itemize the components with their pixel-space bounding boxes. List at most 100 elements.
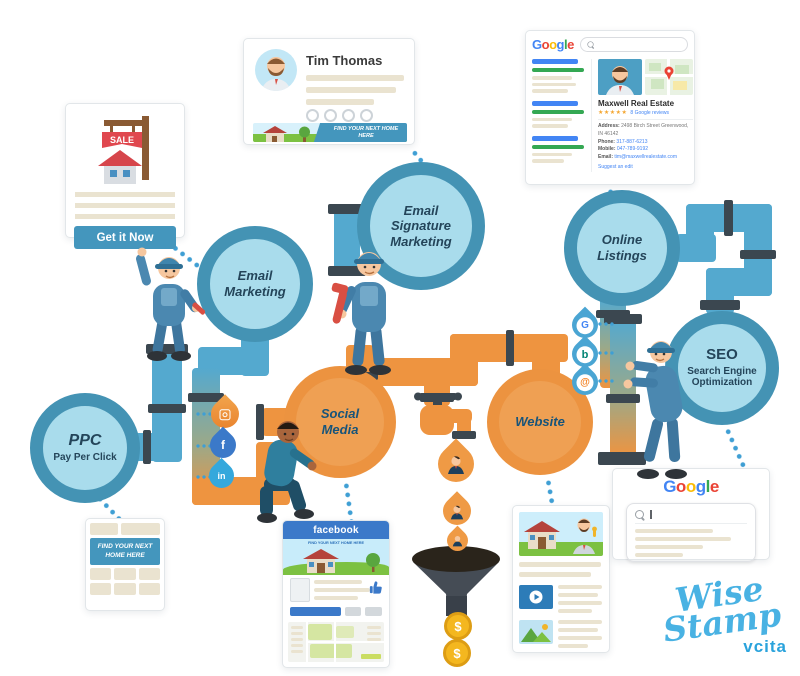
- node-label: Online Listings: [597, 232, 647, 263]
- primary-action-bar[interactable]: [290, 607, 341, 616]
- dotted-connector: [598, 322, 616, 326]
- wisestamp-sub: vcita: [743, 636, 787, 656]
- email-signature-card: Tim Thomas FIND YOUR NEXT HOME HERE: [243, 38, 415, 145]
- ppc-ad-card: FIND YOUR NEXT HOME HERE: [85, 518, 165, 611]
- search-input[interactable]: [579, 37, 688, 52]
- dotted-connector: [724, 427, 747, 469]
- social-circle-icon[interactable]: [306, 109, 319, 122]
- facebook-map-section: [288, 622, 384, 662]
- placeholder-line: [314, 596, 358, 600]
- mobile-row: Mobile: 047-789-9192: [598, 146, 649, 153]
- reviews-link[interactable]: 8 Google reviews: [630, 109, 670, 116]
- business-name: Maxwell Real Estate: [598, 99, 675, 108]
- cover-tree-icon: [366, 553, 380, 572]
- phone-link[interactable]: 317-887-6213: [616, 138, 648, 145]
- email-link[interactable]: tim@maxwellrealestate.com: [614, 154, 677, 160]
- node-seo: SEO Search Engine Optimization: [665, 311, 779, 425]
- google-search-card: Google: [612, 468, 770, 562]
- pipe-joint: [148, 404, 186, 413]
- node-sublabel: Search Engine Optimization: [687, 365, 757, 389]
- get-it-now-label: Get it Now: [96, 231, 154, 244]
- worker-illustration-kneeling: [257, 421, 317, 523]
- phone-row: Phone: 317-887-6213: [598, 138, 648, 145]
- cover-house-icon: [303, 549, 339, 573]
- grid-cell: [114, 583, 136, 595]
- signature-name: Tim Thomas: [306, 53, 383, 68]
- grid-cell: [138, 568, 160, 580]
- image-thumbnail[interactable]: [519, 620, 553, 644]
- facebook-logo: facebook: [313, 524, 359, 536]
- social-circle-icon[interactable]: [324, 109, 337, 122]
- sale-label: SALE: [110, 135, 134, 145]
- search-box[interactable]: [626, 503, 756, 562]
- business-panel: Maxwell Real Estate ★★★★★ 8 Google revie…: [591, 59, 693, 172]
- suggestion-line[interactable]: [635, 545, 703, 549]
- social-circle-icon[interactable]: [360, 109, 373, 122]
- grid-cell: [114, 568, 136, 580]
- suggest-edit-link[interactable]: Suggest an edit: [598, 163, 633, 170]
- dotted-connector: [196, 444, 212, 448]
- hero-agent-icon: [573, 518, 597, 554]
- banner-cta-label: FIND YOUR NEXT HOME HERE: [333, 125, 399, 139]
- pipe-joint: [328, 204, 366, 214]
- wisestamp-logo: Wise Stamp vcita: [655, 569, 797, 672]
- lead-drop-large: [430, 438, 482, 490]
- coin-icon: $: [443, 639, 471, 667]
- placeholder-line: [314, 588, 370, 592]
- ppc-ad-banner-label: FIND YOUR NEXT HOME HERE: [97, 543, 153, 559]
- pipe-flange: [598, 452, 646, 465]
- suggestion-line[interactable]: [635, 553, 683, 557]
- coin-symbol: $: [453, 645, 461, 661]
- get-it-now-button[interactable]: Get it Now: [74, 226, 176, 249]
- person-icon: [452, 536, 463, 547]
- mobile-link[interactable]: 047-789-9192: [616, 146, 649, 153]
- signature-banner[interactable]: FIND YOUR NEXT HOME HERE: [253, 123, 407, 142]
- dotted-connector: [196, 412, 212, 416]
- sale-sign-icon: SALE: [98, 116, 149, 184]
- node-label: Email Signature Marketing: [390, 202, 452, 249]
- coin-icon: $: [444, 612, 472, 640]
- lead-drop-medium: [437, 491, 477, 531]
- dotted-connector: [598, 379, 616, 383]
- at-glyph: @: [580, 376, 590, 388]
- node-sublabel: Pay Per Click: [53, 452, 117, 464]
- google-logo: Google: [532, 37, 574, 52]
- pipe-joint: [143, 430, 151, 464]
- person-icon: [448, 456, 464, 474]
- secondary-action-bar[interactable]: [365, 607, 383, 616]
- placeholder-lines: [75, 192, 175, 219]
- pipe-joint: [256, 404, 264, 440]
- suggestion-line[interactable]: [635, 529, 713, 533]
- social-circle-icon[interactable]: [342, 109, 355, 122]
- ppc-ad-banner[interactable]: FIND YOUR NEXT HOME HERE: [90, 538, 160, 565]
- faucet-icon: [414, 392, 476, 439]
- google-glyph: G: [581, 319, 589, 331]
- dotted-connector: [598, 351, 616, 355]
- worker-illustration-wrench: [331, 252, 391, 375]
- pipe-joint: [700, 300, 740, 310]
- pipe-joint: [606, 394, 640, 403]
- node-ppc: PPC Pay Per Click: [30, 393, 140, 503]
- map-thumbnail[interactable]: [645, 59, 693, 95]
- pipe-joint: [740, 250, 776, 259]
- node-online-listings: Online Listings: [564, 190, 680, 306]
- dotted-connector: [343, 482, 355, 522]
- banner-cta: FIND YOUR NEXT HOME HERE: [313, 123, 407, 142]
- node-label: Website: [515, 414, 565, 430]
- grid-cell: [138, 583, 160, 595]
- lead-drop-small: [442, 525, 473, 556]
- placeholder-line: [306, 75, 404, 81]
- pipe-joint: [188, 393, 224, 402]
- node-label: PPC: [68, 432, 102, 450]
- suggestion-line[interactable]: [635, 537, 731, 541]
- secondary-action-bar[interactable]: [344, 607, 362, 616]
- node-label: Email Marketing: [224, 268, 286, 299]
- play-icon: [529, 590, 543, 604]
- video-thumbnail[interactable]: [519, 585, 553, 609]
- placeholder-line: [519, 562, 601, 567]
- grid-cell: [90, 568, 112, 580]
- facebook-cover-text: FIND YOUR NEXT HOME HERE: [307, 541, 365, 545]
- email-row: Email: tim@maxwellrealestate.com: [598, 154, 677, 160]
- facebook-page-card: facebook FIND YOUR NEXT HOME HERE: [282, 520, 390, 668]
- like-icon[interactable]: [369, 580, 383, 594]
